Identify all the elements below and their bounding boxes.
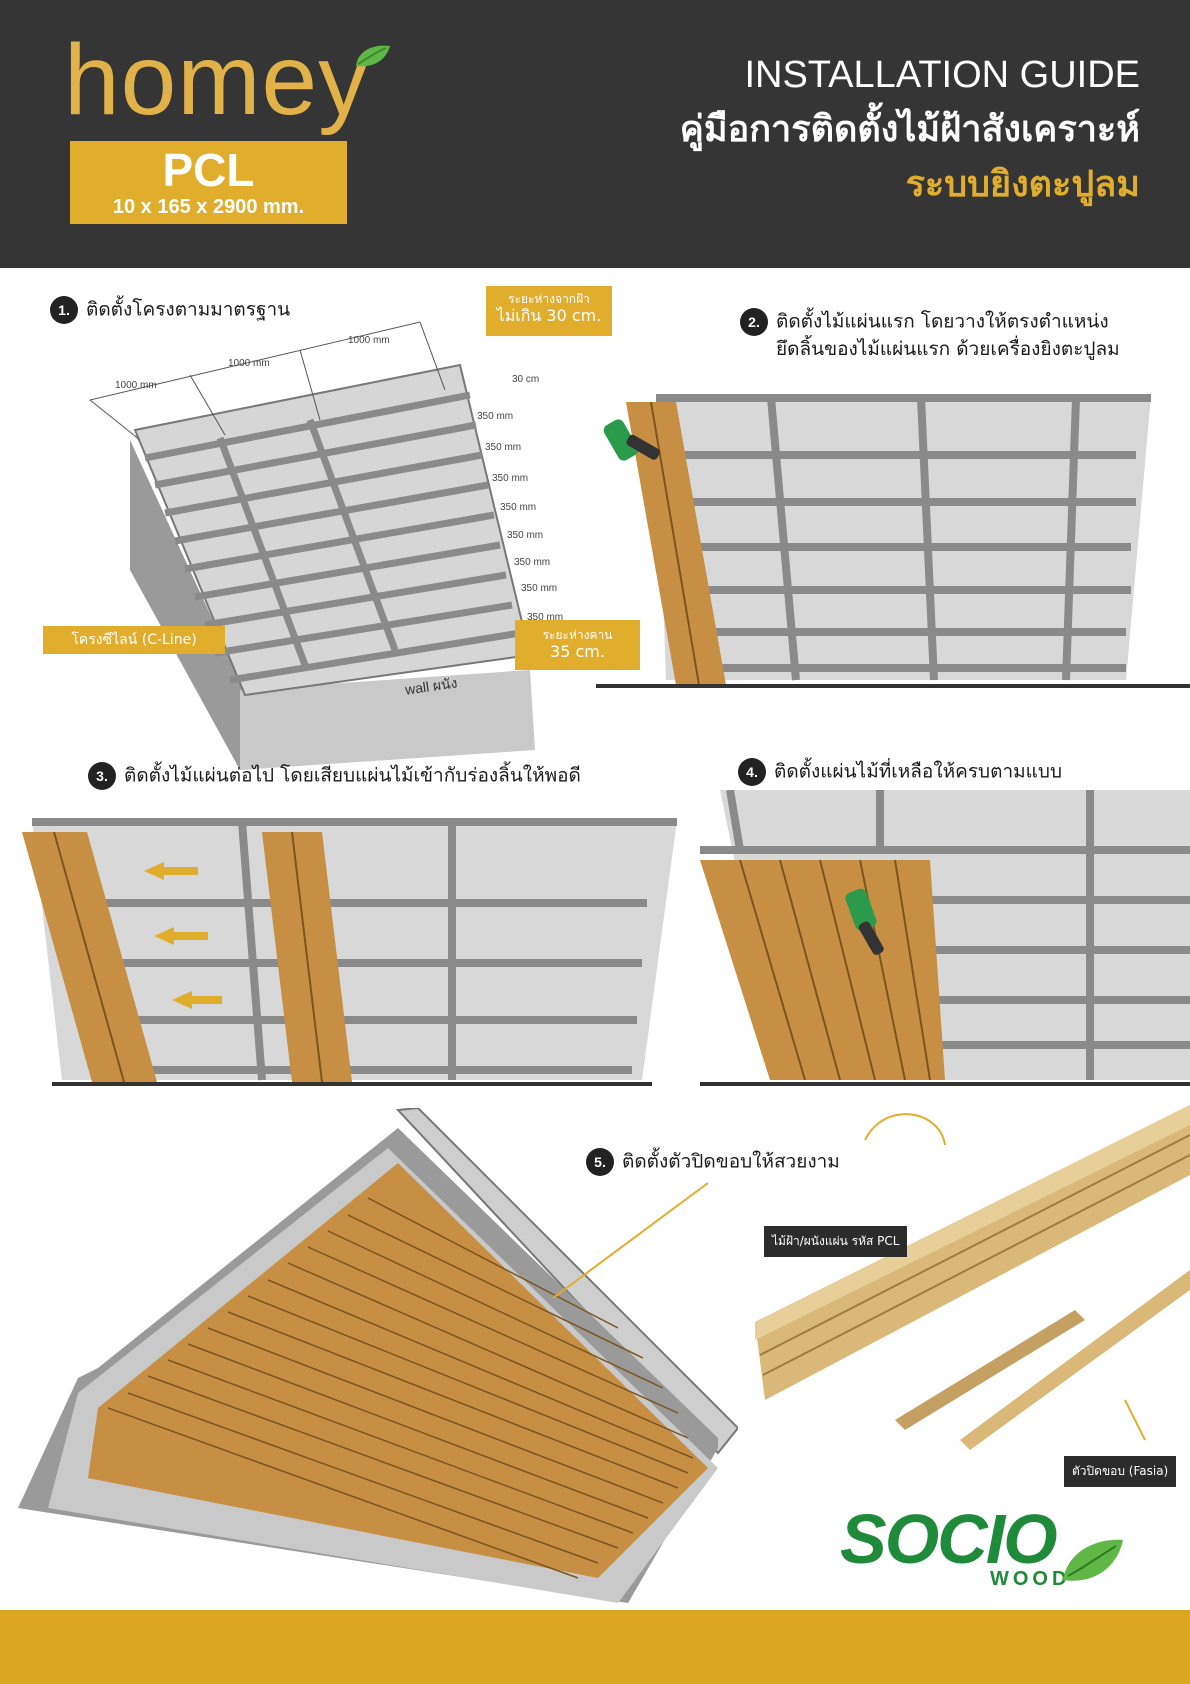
callout-c-line: โครงซีไลน์ (C-Line): [43, 626, 225, 654]
step-5-number: 5.: [586, 1148, 614, 1176]
label-fasia: ตัวปิดขอบ (Fasia): [1064, 1456, 1177, 1487]
step-4-number: 4.: [738, 758, 766, 786]
step-1-number: 1.: [50, 296, 78, 324]
dim-350-e: 350 mm: [507, 530, 544, 541]
step-5-text: ติดตั้งตัวปิดขอบให้สวยงาม: [622, 1150, 840, 1173]
step-2-heading: 2.ติดตั้งไม้แผ่นแรก โดยวางให้ตรงตำแหน่ง …: [740, 308, 1120, 363]
step-4-heading: 4. ติดตั้งแผ่นไม้ที่เหลือให้ครบตามแบบ: [738, 758, 1062, 786]
dim-350-g: 350 mm: [521, 583, 558, 594]
socio-wood-logo: SOCIO WOOD: [840, 1500, 1071, 1590]
step-3-text: ติดตั้งไม้แผ่นต่อไป โดยเสียบแผ่นไม้เข้าก…: [124, 764, 581, 787]
dim-1000-a: 1000 mm: [115, 380, 157, 391]
step-1-heading: 1. ติดตั้งโครงตามมาตรฐาน: [50, 296, 290, 324]
nail-gun-icon: [845, 888, 884, 955]
dim-350-b: 350 mm: [485, 442, 522, 453]
callout-ceiling-distance: ระยะห่างจากฝ้า ไม่เกิน 30 cm.: [486, 286, 612, 336]
step-3-number: 3.: [88, 762, 116, 790]
step-2-illustration: [596, 394, 1190, 688]
product-code: PCL: [162, 144, 255, 196]
title-thai: คู่มือการติดตั้งไม้ฝ้าสังเคราะห์: [679, 109, 1140, 150]
step-3-illustration: [22, 818, 677, 1086]
footer-bar: [0, 1610, 1190, 1684]
step-1-text: ติดตั้งโครงตามมาตรฐาน: [86, 298, 291, 321]
dim-350-c: 350 mm: [492, 473, 529, 484]
product-samples: [755, 1105, 1190, 1450]
nail-gun-icon: [603, 419, 660, 461]
step-4-illustration: [700, 790, 1190, 1086]
title-subtitle: ระบบยิงตะปูลม: [905, 164, 1140, 205]
dim-1000-b: 1000 mm: [228, 358, 270, 369]
product-box: PCL 10 x 165 x 2900 mm.: [70, 141, 347, 224]
step-2-text-line2: ยึดลิ้นของไม้แผ่นแรก ด้วยเครื่องยิงตะปูล…: [776, 338, 1120, 360]
dim-350-h: 350 mm: [527, 612, 564, 623]
leaf-icon: [356, 45, 390, 67]
product-size: 10 x 165 x 2900 mm.: [112, 196, 305, 218]
dim-30cm: 30 cm: [512, 374, 540, 385]
step-5-illustration: [18, 1108, 738, 1603]
title-english: INSTALLATION GUIDE: [744, 54, 1140, 96]
socio-leaf-icon: [1063, 1539, 1123, 1581]
step-5-heading: 5. ติดตั้งตัวปิดขอบให้สวยงาม: [586, 1148, 840, 1176]
dim-350-d: 350 mm: [500, 502, 537, 513]
label-pcl-panel: ไม้ฝ้า/ผนังแผ่น รหัส PCL: [764, 1226, 908, 1257]
callout-beam-distance: ระยะห่างคาน 35 cm.: [515, 620, 640, 670]
homey-logo: homey: [64, 24, 370, 136]
dim-350-a: 350 mm: [477, 411, 514, 422]
step-1-illustration: [90, 321, 535, 770]
header: homey PCL 10 x 165 x 2900 mm. INSTALLATI…: [0, 0, 1190, 268]
step-2-text: ติดตั้งไม้แผ่นแรก โดยวางให้ตรงตำแหน่ง: [776, 310, 1109, 333]
dim-350-f: 350 mm: [514, 557, 551, 568]
step-2-number: 2.: [740, 308, 768, 336]
step-4-text: ติดตั้งแผ่นไม้ที่เหลือให้ครบตามแบบ: [774, 760, 1063, 783]
dim-1000-c: 1000 mm: [348, 335, 390, 346]
step-3-heading: 3. ติดตั้งไม้แผ่นต่อไป โดยเสียบแผ่นไม้เข้…: [88, 762, 581, 790]
